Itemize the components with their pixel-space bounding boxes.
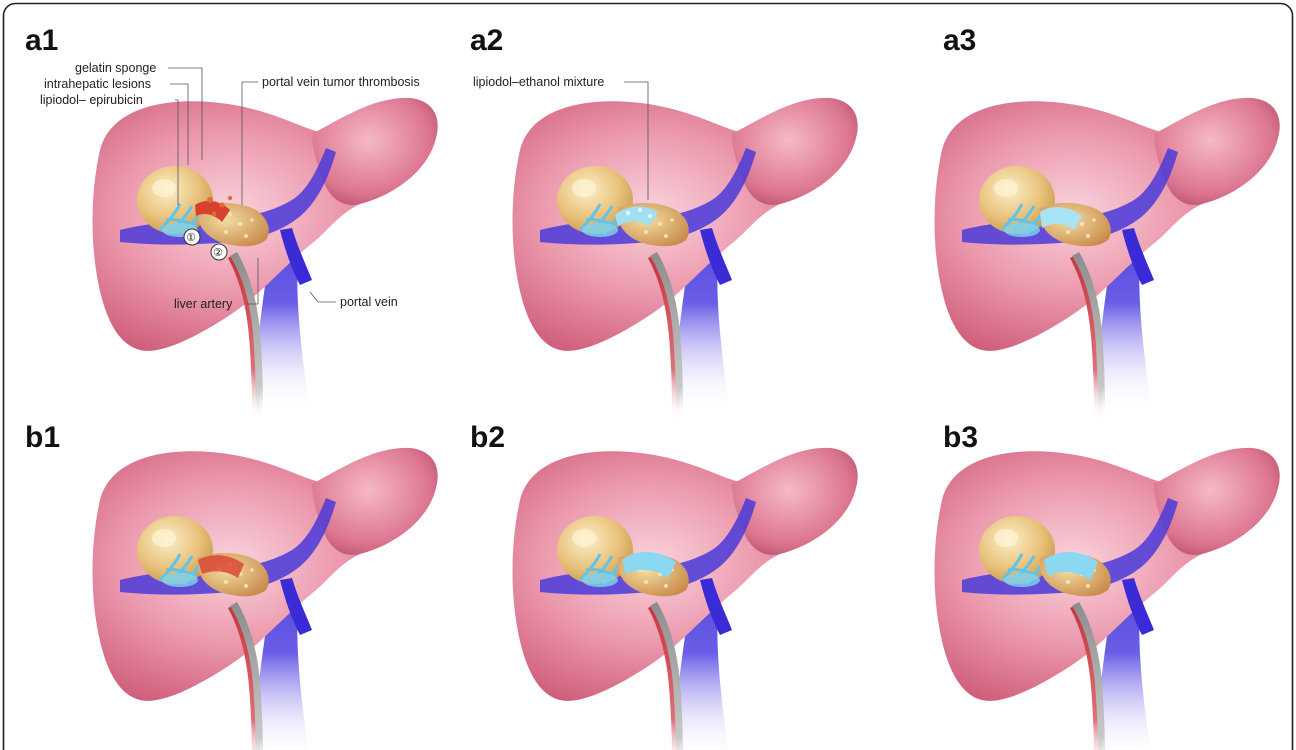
panel-label-b1: b1 [25, 421, 60, 454]
leader-portal-vein [310, 292, 336, 302]
callout-portal-vein-tumor-thrombosis: portal vein tumor thrombosis [262, 75, 420, 89]
panel-label-b3: b3 [943, 421, 978, 454]
panel-a1: a1 gelatin sponge intrahepatic lesions l… [25, 24, 438, 420]
callout-portal-vein: portal vein [340, 295, 398, 309]
callout-intrahepatic-lesions: intrahepatic lesions [44, 77, 151, 91]
marker-2-text: ② [213, 246, 223, 259]
marker-2: ② [211, 244, 227, 260]
panel-a3: a3 [935, 24, 1280, 420]
panel-label-a3: a3 [943, 24, 976, 57]
callout-lipiodol-ethanol-mixture: lipiodol–ethanol mixture [473, 75, 604, 89]
marker-1-text: ① [186, 231, 196, 244]
callout-liver-artery: liver artery [174, 297, 233, 311]
panel-b2: b2 [470, 421, 858, 750]
panel-label-a2: a2 [470, 24, 503, 57]
panel-b1: b1 [25, 421, 438, 750]
panel-a2: a2 lipiodol–ethanol mixture [470, 24, 858, 420]
callout-gelatin-sponge: gelatin sponge [75, 61, 156, 75]
panel-b3: b3 [935, 421, 1280, 750]
callout-lipiodol-epirubicin: lipiodol– epirubicin [40, 93, 143, 107]
marker-1: ① [184, 229, 200, 245]
panel-label-a1: a1 [25, 24, 58, 57]
panel-label-b2: b2 [470, 421, 505, 454]
